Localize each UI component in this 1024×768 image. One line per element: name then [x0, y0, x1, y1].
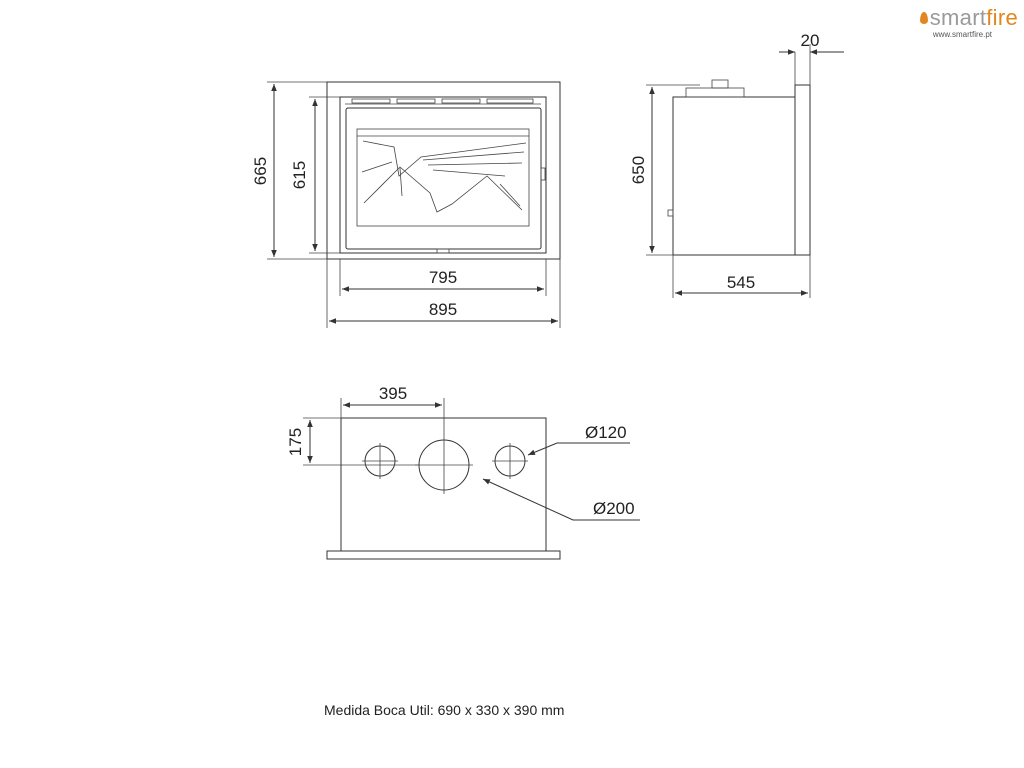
caption: Medida Boca Util: 690 x 330 x 390 mm	[324, 702, 565, 718]
brand-url: www.smartfire.pt	[932, 30, 992, 39]
dim-offset-y: 175	[286, 428, 305, 456]
dim-side-depth: 545	[727, 273, 755, 292]
dim-height-inner: 615	[290, 161, 309, 189]
top-view: 395 175 Ø120 Ø200	[286, 384, 640, 560]
side-view: 650 545 20	[629, 31, 844, 298]
dim-side-height: 650	[629, 156, 648, 184]
side-front-flange	[794, 84, 811, 256]
brand-name-part2: fire	[986, 5, 1018, 30]
flame-icon	[919, 12, 928, 24]
side-collar	[685, 87, 745, 98]
firebox-interior	[361, 140, 527, 213]
dim-width-outer: 895	[429, 300, 457, 319]
top-vents	[351, 98, 534, 104]
front-view: 665 615 795 895	[251, 81, 561, 328]
side-flue	[711, 79, 729, 89]
top-front-frame	[326, 550, 561, 560]
front-outer-frame	[326, 81, 561, 260]
side-knob	[667, 209, 674, 217]
label-large-diameter: Ø200	[593, 499, 635, 518]
dim-offset-x: 395	[379, 384, 407, 403]
dim-height-outer: 665	[251, 157, 270, 185]
top-body	[340, 417, 547, 552]
label-small-diameter: Ø120	[585, 423, 627, 442]
brand-logo: smartfire www.smartfire.pt	[902, 6, 1018, 40]
front-body	[339, 96, 547, 254]
ash-tray	[436, 248, 450, 254]
door-handle	[540, 167, 546, 181]
side-body	[672, 96, 796, 256]
dim-flange: 20	[801, 31, 820, 50]
brand-name-part1: smart	[929, 5, 987, 30]
dim-width-inner: 795	[429, 268, 457, 287]
door-glass	[356, 128, 530, 227]
